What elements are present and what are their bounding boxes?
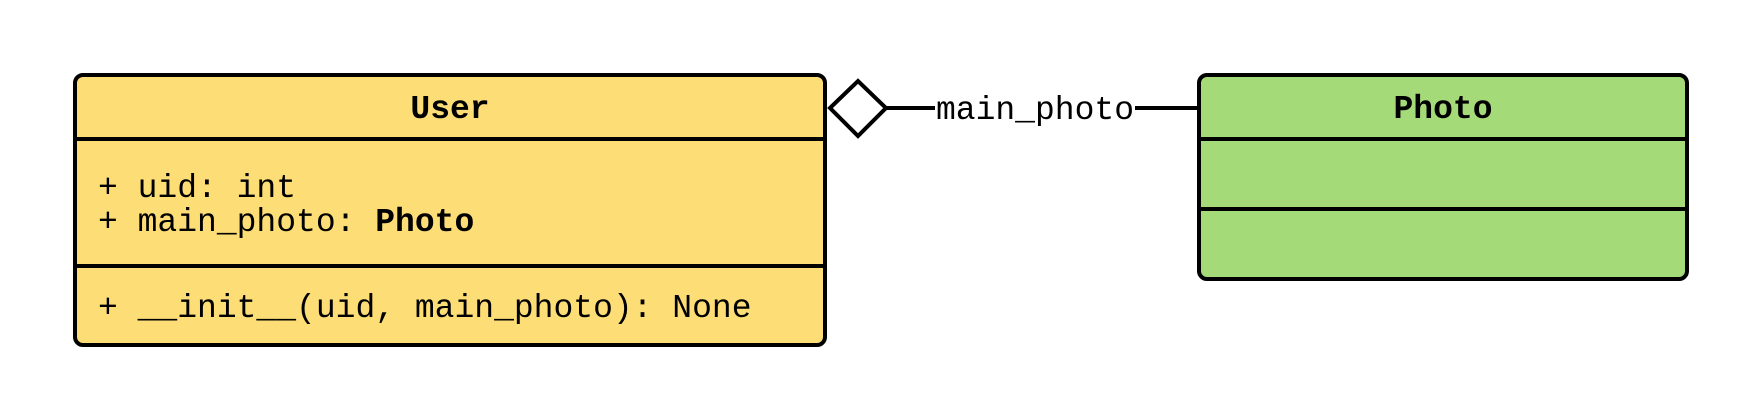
- class-photo-title: Photo: [1393, 91, 1492, 128]
- aggregation-diamond-icon: [827, 78, 889, 139]
- class-user[interactable]: User + uid: int + main_photo: Photo + __…: [73, 73, 827, 347]
- association-label: main_photo: [936, 92, 1134, 129]
- attribute-main-photo: + main_photo: Photo: [98, 204, 474, 241]
- class-user-title: User: [410, 91, 489, 128]
- method-init: + __init__(uid, main_photo): None: [98, 290, 752, 327]
- aggregation-association[interactable]: main_photo: [827, 78, 1199, 139]
- class-user-box: [73, 73, 827, 347]
- attribute-uid: + uid: int: [98, 170, 296, 207]
- class-photo[interactable]: Photo: [1197, 73, 1689, 281]
- class-photo-box: [1197, 73, 1689, 281]
